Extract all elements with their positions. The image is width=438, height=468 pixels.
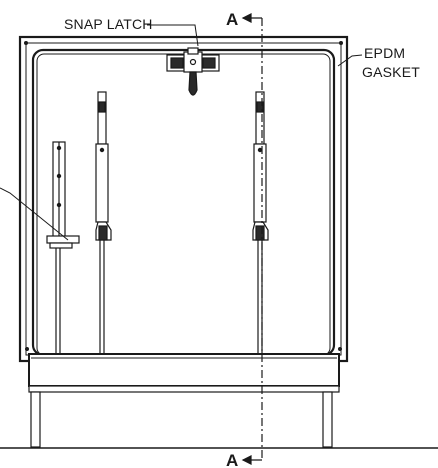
section-label-top: A [226, 10, 238, 29]
snap-latch [166, 47, 220, 96]
screw-bottom-right [338, 347, 342, 351]
corner-screws [24, 41, 343, 351]
screw-bottom-left [25, 347, 29, 351]
enclosure-frame [18, 35, 349, 363]
screw-top-right [339, 41, 343, 45]
screw-top-left [24, 41, 28, 45]
left-callout-leader [0, 187, 69, 241]
hinge-arm-left [95, 91, 112, 355]
gasket-label-line2: GASKET [362, 64, 420, 80]
section-label-bottom: A [226, 451, 238, 468]
support-legs [30, 391, 333, 448]
base-plinth [28, 353, 340, 393]
gasket-leader [337, 54, 363, 67]
snap-latch-leader [147, 24, 199, 47]
section-line [241, 13, 263, 465]
leg-right [322, 391, 333, 448]
gasket-label-line1: EPDM [364, 45, 405, 61]
leg-left [30, 391, 41, 448]
left-bracket [46, 141, 80, 355]
snap-latch-label: SNAP LATCH [64, 16, 153, 32]
